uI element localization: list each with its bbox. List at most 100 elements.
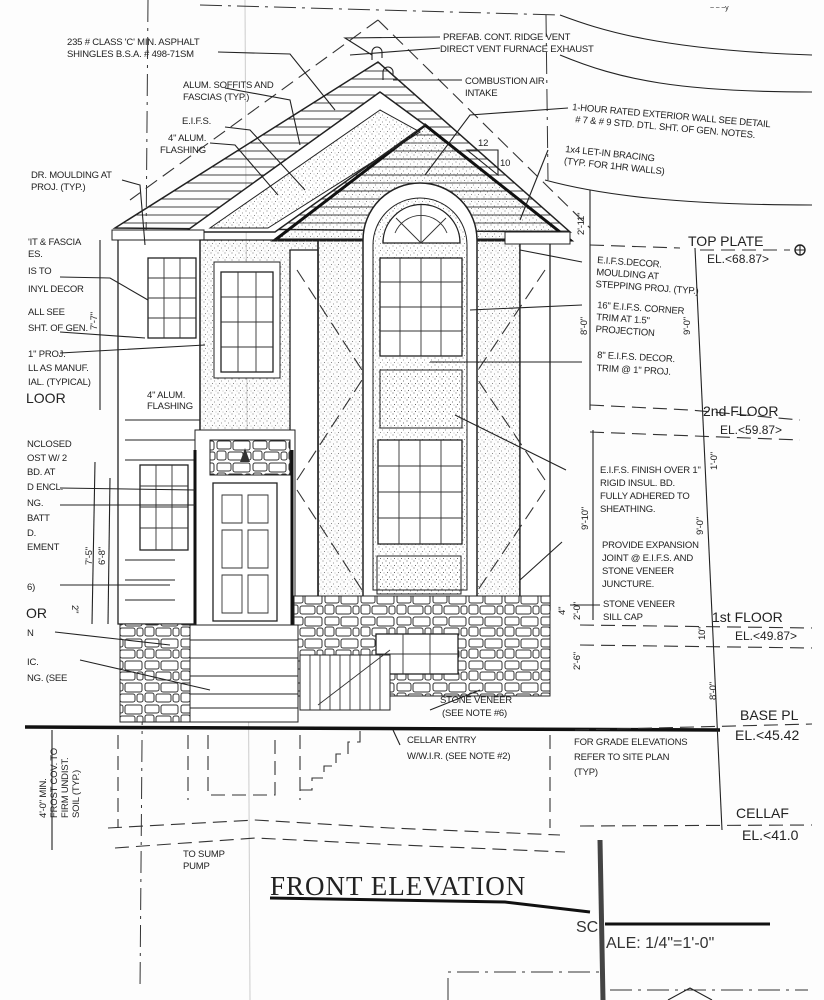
note-eifs-finish: E.I.F.S. FINISH OVER 1" RIGID INSUL. BD.… — [600, 465, 701, 515]
leader-lines — [392, 604, 600, 746]
svg-text:SHT. OF GEN.: SHT. OF GEN. — [28, 323, 88, 334]
ridge-dash-line — [199, 4, 561, 16]
pitch-symbol — [465, 149, 499, 177]
front-door[interactable] — [212, 482, 278, 622]
svg-text:EL.<68.87>: EL.<68.87> — [707, 252, 769, 266]
window-muntins — [148, 258, 196, 338]
dim-sill-c: 2'-6" — [572, 652, 583, 670]
note-cut-soffit: 'IT & FASCIA ES. IS TO INYL DECOR ALL SE… — [28, 237, 91, 388]
side-gable-stucco — [208, 109, 421, 229]
svg-text:LL AS MANUF.: LL AS MANUF. — [28, 363, 89, 374]
note-moulding: DR. MOULDING AT PROJ. (TYP.) — [31, 170, 112, 193]
next-drawing-roof — [667, 987, 713, 1000]
svg-text:BD. AT: BD. AT — [27, 467, 56, 478]
arched-window — [382, 203, 461, 244]
svg-text:JOINT @ E.I.F.S. AND: JOINT @ E.I.F.S. AND — [602, 553, 693, 564]
paper-fold-shadow — [597, 839, 606, 1000]
leader-lines — [343, 36, 583, 581]
svg-text:OST W/ 2: OST W/ 2 — [27, 453, 67, 464]
svg-text:SHEATHING.: SHEATHING. — [600, 504, 655, 515]
dim-sill-a: 4" — [557, 607, 568, 615]
porch-stone-header — [209, 439, 291, 476]
window-muntins — [378, 440, 462, 544]
svg-text:E.I.F.S. FINISH OVER 1": E.I.F.S. FINISH OVER 1" — [600, 465, 701, 476]
drawing-title: FRONT ELEVATION — [270, 871, 526, 901]
note-cut-lower: IC. NG. (SEE — [27, 657, 67, 684]
svg-text:INTAKE: INTAKE — [465, 88, 497, 99]
vertical-dimension-line — [694, 247, 723, 831]
note-frost: 4'-0" MIN. FROST COV. TO FIRM UNDIST. SO… — [38, 748, 82, 818]
svg-text:D.: D. — [27, 528, 36, 539]
svg-text:EL.<49.87>: EL.<49.87> — [735, 629, 797, 643]
dim-level-upper: 9'-0" — [682, 317, 693, 335]
note-furnace-exhaust: DIRECT VENT FURNACE EXHAUST — [440, 44, 594, 55]
svg-text:FULLY ADHERED TO: FULLY ADHERED TO — [600, 491, 690, 502]
note-sill-cap: STONE VENEER SILL CAP — [603, 599, 675, 623]
level-second-floor: 2nd FLOOR EL.<59.87> — [703, 403, 782, 437]
note-eifs: E.I.F.S. — [182, 116, 211, 127]
svg-text:W/W.I.R. (SEE NOTE #2): W/W.I.R. (SEE NOTE #2) — [407, 751, 510, 762]
cellar-railing[interactable] — [299, 654, 391, 711]
note-decor-trim: 8" E.I.F.S. DECOR. TRIM @ 1" PROJ. — [596, 350, 675, 378]
svg-text:SHINGLES B.S.A. # 498-71SM: SHINGLES B.S.A. # 498-71SM — [67, 49, 194, 60]
footing-lines — [107, 819, 566, 853]
svg-text:EL.<59.87>: EL.<59.87> — [720, 423, 782, 437]
note-expansion-joint: PROVIDE EXPANSION JOINT @ E.I.F.S. AND S… — [602, 540, 699, 590]
window-muntins — [221, 272, 273, 372]
dim-lower-left-a: 7'-5" — [84, 547, 95, 565]
svg-text:IS TO: IS TO — [28, 266, 51, 277]
door-panels — [221, 494, 269, 614]
left-dimension-line — [91, 461, 96, 625]
next-drawing-border — [447, 971, 808, 1000]
note-ridge-vent: PREFAB. CONT. RIDGE VENT — [443, 32, 571, 43]
svg-text:TO SUMP: TO SUMP — [183, 849, 225, 860]
svg-text:DR. MOULDING AT: DR. MOULDING AT — [31, 170, 112, 181]
lantern-icon — [240, 448, 250, 462]
note-grade: FOR GRADE ELEVATIONS REFER TO SITE PLAN … — [574, 737, 688, 778]
note-decor-moulding: E.I.F.S.DECOR. MOULDING AT STEPPING PROJ… — [595, 255, 699, 297]
svg-text:FLASHING: FLASHING — [160, 145, 206, 156]
curve-line — [559, 14, 813, 56]
svg-text:235 # CLASS 'C' MIN. ASPHALT: 235 # CLASS 'C' MIN. ASPHALT — [67, 37, 200, 48]
window-muntins — [140, 465, 188, 550]
right-cornice — [504, 231, 571, 245]
leader-lines — [121, 51, 336, 246]
svg-text:STONE VENEER: STONE VENEER — [602, 566, 674, 577]
title-underline — [269, 896, 591, 914]
level-cellar: CELLAF EL.<41.0 — [736, 805, 799, 843]
dim-foundation: 8'-0" — [708, 682, 719, 700]
svg-text:STONE VENEER: STONE VENEER — [603, 599, 675, 610]
svg-text:FIRM UNDIST.: FIRM UNDIST. — [60, 758, 71, 818]
floor-label-cut: OR — [26, 605, 47, 621]
svg-text:MOULDING AT: MOULDING AT — [596, 267, 660, 282]
level-line-second-floor — [589, 404, 801, 441]
svg-text:JUNCTURE.: JUNCTURE. — [602, 579, 654, 590]
level-line-top-plate — [589, 244, 790, 251]
dim-floor-gap: 10" — [697, 627, 708, 640]
grade-line — [24, 725, 721, 732]
note-flashing: 4" ALUM. FLASHING — [160, 133, 206, 156]
svg-text:BATT: BATT — [27, 513, 50, 524]
curve-line — [544, 179, 813, 206]
note-sump: TO SUMP PUMP — [183, 849, 225, 872]
svg-text:TRIM @ 1" PROJ.: TRIM @ 1" PROJ. — [596, 363, 671, 378]
ridge-vent-icon — [371, 46, 383, 60]
roof-dash-line — [129, 19, 379, 201]
right-corner-trim — [519, 239, 551, 611]
svg-text:EMENT: EMENT — [27, 542, 60, 553]
svg-text:RIGID INSUL. BD.: RIGID INSUL. BD. — [600, 478, 675, 489]
scale-label: ALE: 1/4"=1'-0" — [606, 935, 714, 952]
svg-text:ES.: ES. — [28, 249, 43, 260]
note-cellar-entry: CELLAR ENTRY W/W.I.R. (SEE NOTE #2) — [407, 735, 511, 762]
svg-text:4" ALUM.: 4" ALUM. — [168, 133, 206, 144]
note-rated-wall: 1-HOUR RATED EXTERIOR WALL SEE DETAIL # … — [572, 102, 771, 141]
tower-panel-mid — [379, 369, 463, 429]
dim-level-lower: 9'-0" — [695, 517, 706, 535]
svg-text:CELLAF: CELLAF — [736, 805, 789, 821]
svg-text:NG. (SEE: NG. (SEE — [27, 673, 67, 684]
scale-prefix: SC — [576, 919, 598, 936]
svg-text:4'-0" MIN.: 4'-0" MIN. — [38, 778, 49, 818]
svg-text:EL.<41.0: EL.<41.0 — [742, 827, 799, 843]
svg-text:FASCIAS (TYP.): FASCIAS (TYP.) — [183, 92, 249, 103]
